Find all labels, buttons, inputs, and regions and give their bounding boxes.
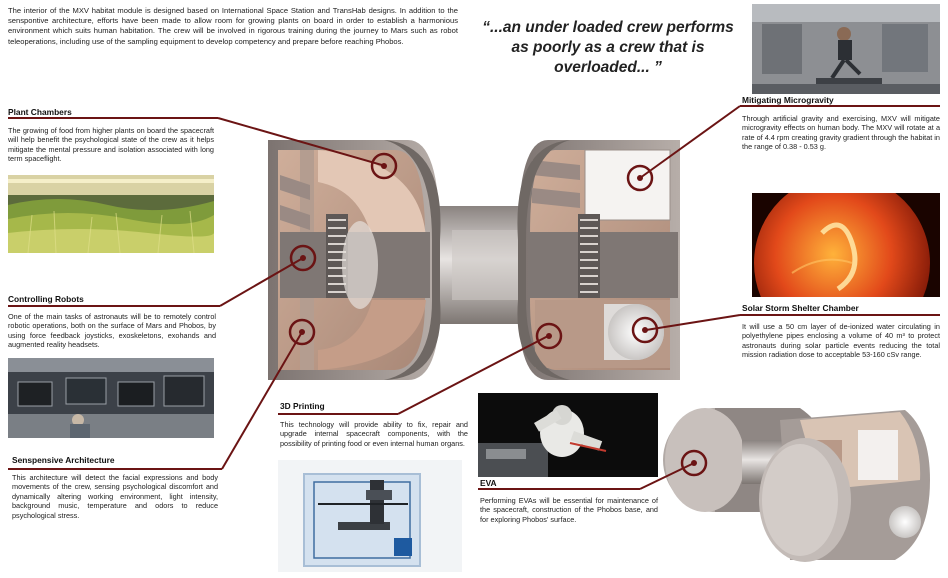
marker-printing bbox=[535, 322, 563, 350]
mitigating-microgravity-title: Mitigating Microgravity bbox=[742, 95, 834, 105]
senspensive-architecture-title: Senspensive Architecture bbox=[12, 455, 115, 465]
marker-senspon bbox=[288, 318, 316, 346]
solar-storm-photo bbox=[752, 193, 940, 297]
3d-printing-title: 3D Printing bbox=[280, 401, 325, 411]
marker-eva bbox=[680, 449, 708, 477]
plant-chamber-photo bbox=[8, 175, 214, 253]
plant-chambers-text: The growing of food from higher plants o… bbox=[8, 126, 214, 164]
left-module bbox=[268, 140, 441, 380]
solar-storm-shelter-text: It will use a 50 cm layer of de-ionized … bbox=[742, 322, 940, 360]
crew-quote: “...an under loaded crew performs as poo… bbox=[482, 19, 734, 76]
astronaut-photo bbox=[478, 393, 658, 477]
3d-printer-photo bbox=[278, 460, 462, 572]
marker-plant bbox=[370, 152, 398, 180]
marker-gravity bbox=[626, 164, 654, 192]
mitigating-microgravity-text: Through artificial gravity and exercisin… bbox=[742, 114, 940, 152]
treadmill-astronaut-photo bbox=[752, 4, 940, 94]
right-module bbox=[517, 140, 680, 380]
callout-markers bbox=[288, 152, 708, 477]
3d-printing-text: This technology will provide ability to … bbox=[280, 420, 468, 448]
marker-storm bbox=[631, 316, 659, 344]
solar-storm-shelter-title: Solar Storm Shelter Chamber bbox=[742, 303, 859, 313]
controlling-robots-text: One of the main tasks of astronauts will… bbox=[8, 312, 216, 350]
eva-title: EVA bbox=[480, 478, 497, 488]
controlling-robots-title: Controlling Robots bbox=[8, 294, 84, 304]
callout-lines bbox=[8, 105, 940, 490]
marker-robots bbox=[289, 244, 317, 272]
intro-text: The interior of the MXV habitat module i… bbox=[8, 6, 458, 46]
senspensive-architecture-text: This architecture will detect the facial… bbox=[12, 473, 218, 520]
robot-control-photo bbox=[8, 358, 214, 438]
plant-chambers-title: Plant Chambers bbox=[8, 107, 72, 117]
iso-module bbox=[663, 408, 930, 562]
eva-text: Performing EVAs will be essential for ma… bbox=[480, 496, 658, 524]
